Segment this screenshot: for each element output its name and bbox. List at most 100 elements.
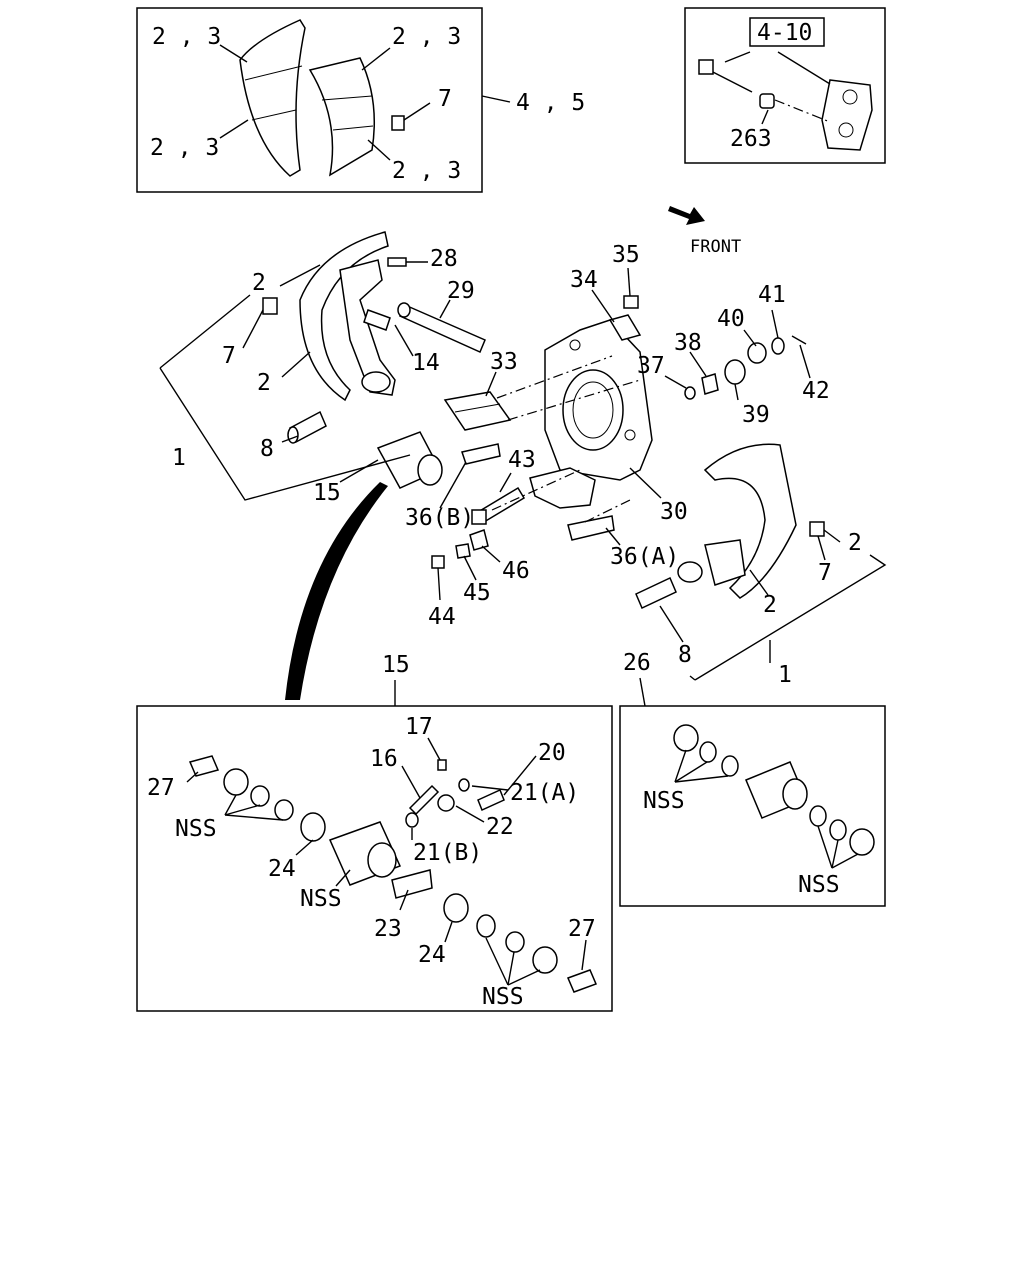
seal-top — [250, 785, 270, 807]
callout-29: 29 — [447, 278, 475, 304]
shoe-web-right — [704, 539, 746, 586]
washer-263 — [759, 93, 775, 109]
boot-bottom — [532, 946, 558, 974]
callout-8a: 8 — [260, 436, 274, 462]
anchor-pin-29 — [399, 304, 486, 354]
callout-34: 34 — [570, 267, 598, 293]
callout-nss-2: NSS — [300, 886, 342, 912]
spider-bracket — [821, 79, 873, 151]
reference-tag-box — [749, 17, 825, 47]
callout-40: 40 — [717, 306, 745, 332]
callout-1b: 1 — [778, 662, 792, 688]
bleeder-screw-16 — [408, 784, 440, 816]
callout-1a: 1 — [172, 445, 186, 471]
roller-28 — [387, 257, 407, 267]
callout-43: 43 — [508, 447, 536, 473]
kit-seal-bottom — [829, 819, 847, 841]
callout-24-bottom: 24 — [418, 942, 446, 968]
ring-41 — [771, 337, 785, 355]
kit-cup-top — [721, 755, 739, 777]
callout-46: 46 — [502, 558, 530, 584]
callout-15-detail: 15 — [382, 652, 410, 678]
washer-21a — [458, 778, 470, 792]
callout-lining-group: 4 , 5 — [516, 90, 585, 116]
detail-arrow — [285, 482, 388, 700]
callout-36a: 36(A) — [610, 544, 679, 570]
piston-24-top — [300, 812, 326, 842]
callout-21a: 21(A) — [510, 780, 579, 806]
kit-cup-bottom — [809, 805, 827, 827]
adjuster-39 — [724, 359, 746, 385]
pin-14 — [363, 309, 391, 331]
callout-30: 30 — [660, 499, 688, 525]
callout-33: 33 — [490, 349, 518, 375]
callout-17: 17 — [405, 714, 433, 740]
bleeder-cap-17 — [437, 759, 447, 771]
callout-22: 22 — [486, 814, 514, 840]
callout-15: 15 — [313, 480, 341, 506]
callout-28: 28 — [430, 246, 458, 272]
bolt-20 — [477, 788, 505, 812]
rivet-7-left — [262, 297, 278, 315]
wheel-cylinder-detail-frame — [136, 705, 613, 1012]
callout-42: 42 — [802, 378, 830, 404]
washer-45 — [455, 543, 471, 559]
seal-bottom — [505, 931, 525, 953]
lining-left — [239, 19, 306, 177]
repair-kit-frame — [619, 705, 886, 907]
callout-lining-tr: 2 , 3 — [392, 24, 461, 50]
piston-24-bottom — [443, 893, 469, 923]
bolt-44 — [431, 555, 445, 569]
brake-shoe-left — [299, 231, 389, 402]
callout-44: 44 — [428, 604, 456, 630]
push-rod-27-bottom — [566, 969, 598, 993]
callout-39: 39 — [742, 402, 770, 428]
reference-tag: 4-10 — [757, 20, 812, 46]
callout-20: 20 — [538, 740, 566, 766]
bushing-8-right — [635, 576, 677, 610]
callout-2d: 2 — [763, 592, 777, 618]
bolt — [698, 59, 714, 75]
callout-nss-3: NSS — [482, 984, 524, 1010]
clip-34 — [608, 314, 642, 341]
spring-23 — [391, 869, 433, 899]
cam-36b — [461, 443, 501, 465]
washer-37 — [684, 386, 696, 400]
kit-callout-nss-1: NSS — [643, 788, 685, 814]
fitting-22 — [437, 794, 455, 812]
kit-seal-top — [699, 741, 717, 763]
bolt-35 — [623, 295, 639, 309]
callout-2a: 2 — [252, 270, 266, 296]
callout-26: 26 — [623, 650, 651, 676]
cup-bottom — [476, 914, 496, 938]
wheel-cylinder-detail-panel: 17 16 20 21(A) 22 21(B) 27 NSS 24 NSS 23… — [136, 705, 613, 1012]
callout-2b: 2 — [257, 370, 271, 396]
callout-lining-br: 2 , 3 — [392, 158, 461, 184]
washer-40 — [747, 342, 767, 364]
callout-rivet: 7 — [438, 86, 452, 112]
callout-14: 14 — [412, 350, 440, 376]
callout-16: 16 — [370, 746, 398, 772]
lining-right — [308, 57, 376, 177]
callout-7b: 7 — [818, 560, 832, 586]
callout-7a: 7 — [222, 343, 236, 369]
shoe-web-left — [339, 259, 396, 396]
callout-36b: 36(B) — [405, 505, 474, 531]
cup-top — [274, 799, 294, 821]
lining-kit-frame — [136, 7, 483, 193]
callout-41: 41 — [758, 282, 786, 308]
group-1-left-bracket — [159, 367, 411, 501]
brake-shoe-right — [703, 443, 797, 599]
callout-35: 35 — [612, 242, 640, 268]
rivet-7-right — [809, 521, 825, 537]
kit-boot-top — [673, 724, 699, 752]
callout-37: 37 — [637, 353, 665, 379]
front-arrow-icon — [668, 206, 705, 225]
reference-panel: 4-10 263 — [684, 7, 886, 164]
push-rod-27-top — [188, 755, 220, 777]
callout-2c: 2 — [848, 530, 862, 556]
repair-kit-panel: NSS NSS — [619, 705, 886, 907]
shaft-43-end — [471, 509, 487, 525]
callout-45: 45 — [463, 580, 491, 606]
